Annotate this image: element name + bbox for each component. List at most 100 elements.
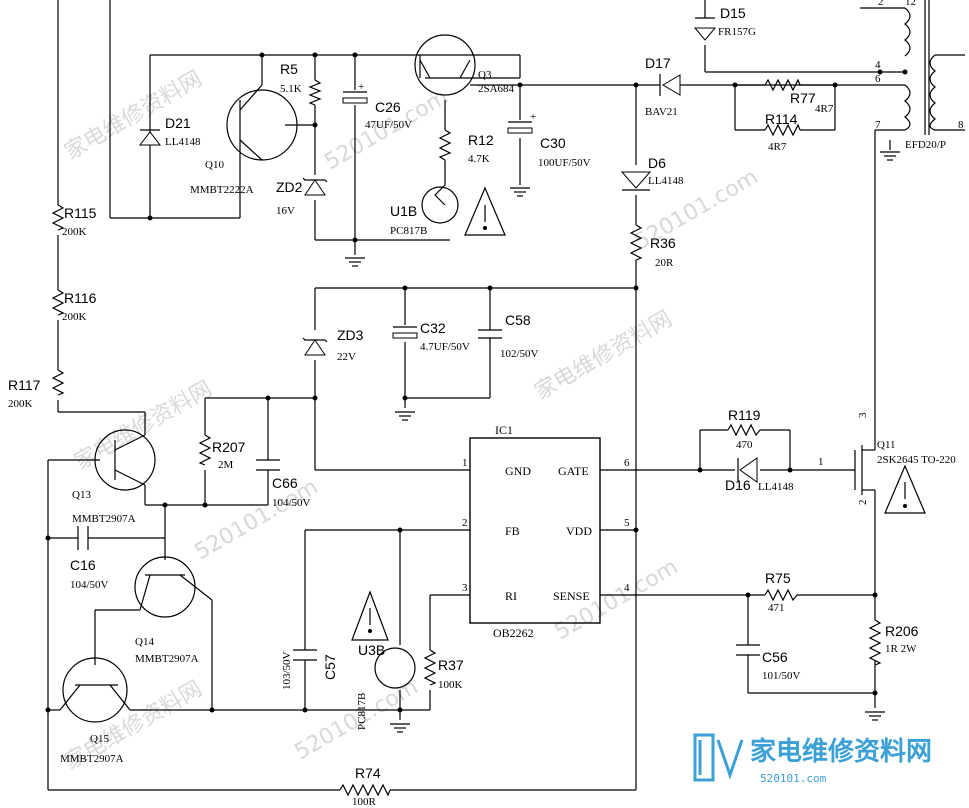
ground-symbols	[344, 151, 901, 733]
d21-value: LL4148	[165, 136, 201, 148]
d6-value: LL4148	[648, 175, 684, 187]
q14-ref: Q14	[135, 636, 154, 648]
diodes	[138, 17, 758, 483]
c26-value: 47UF/50V	[365, 119, 412, 131]
q15-value: MMBT2907A	[60, 753, 124, 765]
ic1-pin-sense: SENSE	[553, 589, 590, 603]
r36-value: 20R	[655, 257, 674, 269]
watermark-text: 家电维修资料网	[531, 307, 677, 406]
ic1-part: OB2262	[493, 626, 534, 640]
d15-value: FR157G	[718, 26, 756, 38]
junctions	[45, 52, 908, 713]
c57-ref: C57	[322, 654, 338, 680]
r77-ref: R77	[790, 90, 816, 106]
ic1-pin-vdd: VDD	[566, 524, 592, 538]
q14-value: MMBT2907A	[135, 653, 199, 665]
ic1-pin3: 3	[462, 582, 468, 594]
zd2-ref: ZD2	[276, 179, 303, 195]
c58-ref: C58	[505, 312, 531, 328]
ic1-pin6: 6	[624, 457, 630, 469]
pin-t12: 12	[905, 0, 916, 8]
c16-ref: C16	[70, 557, 96, 573]
logo-text: 家电维修资料网	[750, 736, 932, 767]
r12-value: 4.7K	[468, 153, 490, 165]
q3-ref: Q3	[478, 69, 492, 81]
r114-value: 4R7	[768, 141, 787, 153]
r75-value: 471	[768, 602, 785, 614]
d17-value: BAV21	[645, 106, 678, 118]
c66-ref: C66	[272, 475, 298, 491]
r5-ref: R5	[280, 61, 298, 77]
pin-q11-drain: 3	[857, 412, 869, 418]
r37-ref: R37	[438, 657, 464, 673]
ic1-pin5: 5	[624, 517, 630, 529]
r37-value: 100K	[438, 679, 463, 691]
r115-ref: R115	[64, 205, 97, 221]
q13-ref: Q13	[72, 489, 91, 501]
transistors	[59, 34, 863, 723]
capacitors: + +	[77, 81, 760, 661]
pin-t2: 2	[878, 0, 884, 8]
c26-ref: C26	[375, 99, 401, 115]
ic1-pin-fb: FB	[505, 524, 520, 538]
pin-t7: 7	[875, 119, 881, 131]
c30-value: 100UF/50V	[538, 157, 591, 169]
ic1-ref: IC1	[495, 423, 513, 437]
d15-ref: D15	[720, 5, 746, 21]
r115-value: 200K	[62, 226, 87, 238]
wires	[47, 0, 965, 791]
pin-t8: 8	[958, 119, 964, 131]
svg-text:+: +	[358, 81, 364, 93]
logo-url: 520101.com	[760, 772, 827, 785]
c32-ref: C32	[420, 320, 446, 336]
transformer	[904, 0, 936, 135]
u3b-value: PC817B	[356, 693, 368, 730]
r74-ref: R74	[355, 765, 381, 781]
c56-ref: C56	[762, 649, 788, 665]
d17-ref: D17	[645, 55, 671, 71]
c58-value: 102/50V	[500, 348, 539, 360]
r114-ref: R114	[765, 111, 798, 127]
pin-q11-gate: 1	[818, 456, 824, 468]
d6-ref: D6	[648, 155, 666, 171]
zd3-ref: ZD3	[337, 327, 364, 343]
svg-text:+: +	[530, 111, 536, 123]
ic1-pin-gnd: GND	[505, 464, 531, 478]
u1b-ref: U1B	[390, 203, 417, 219]
r116-value: 200K	[62, 311, 87, 323]
site-logo: 家电维修资料网 520101.com	[693, 733, 932, 785]
c66-value: 104/50V	[272, 497, 311, 509]
r206-ref: R206	[885, 623, 919, 639]
zd3-value: 22V	[337, 351, 356, 363]
q3-value: 2SA684	[478, 83, 515, 95]
d21-ref: D21	[165, 115, 191, 131]
r74-value: 100R	[352, 796, 377, 808]
r117-ref: R117	[8, 377, 41, 393]
r77-value: 4R7	[815, 103, 834, 115]
pin-t4: 4	[875, 59, 881, 71]
r206-value: 1R 2W	[885, 643, 917, 655]
q11-ref: Q11	[877, 439, 896, 451]
c16-value: 104/50V	[70, 579, 109, 591]
r207-value: 2M	[218, 459, 234, 471]
r12-ref: R12	[468, 132, 494, 148]
ic1-pin-gate: GATE	[558, 464, 589, 478]
ic1-body	[469, 437, 601, 624]
q13-value: MMBT2907A	[72, 513, 136, 525]
r116-ref: R116	[64, 290, 97, 306]
q11-value: 2SK2645 TO-220	[877, 454, 956, 466]
optocouplers	[374, 184, 459, 689]
u1b-value: PC817B	[390, 225, 427, 237]
r36-ref: R36	[650, 235, 676, 251]
ic1-pin2: 2	[462, 517, 468, 529]
r117-value: 200K	[8, 398, 33, 410]
watermark-layer: 家电维修资料网 520101.com 520101.com 家电维修资料网 家电…	[61, 67, 763, 776]
c32-value: 4.7UF/50V	[420, 341, 470, 353]
q10-ref: Q10	[205, 159, 224, 171]
zd2-value: 16V	[276, 205, 295, 217]
ic1-pin-ri: RI	[505, 589, 517, 603]
r119-ref: R119	[728, 407, 761, 423]
pin-t6: 6	[875, 73, 881, 85]
